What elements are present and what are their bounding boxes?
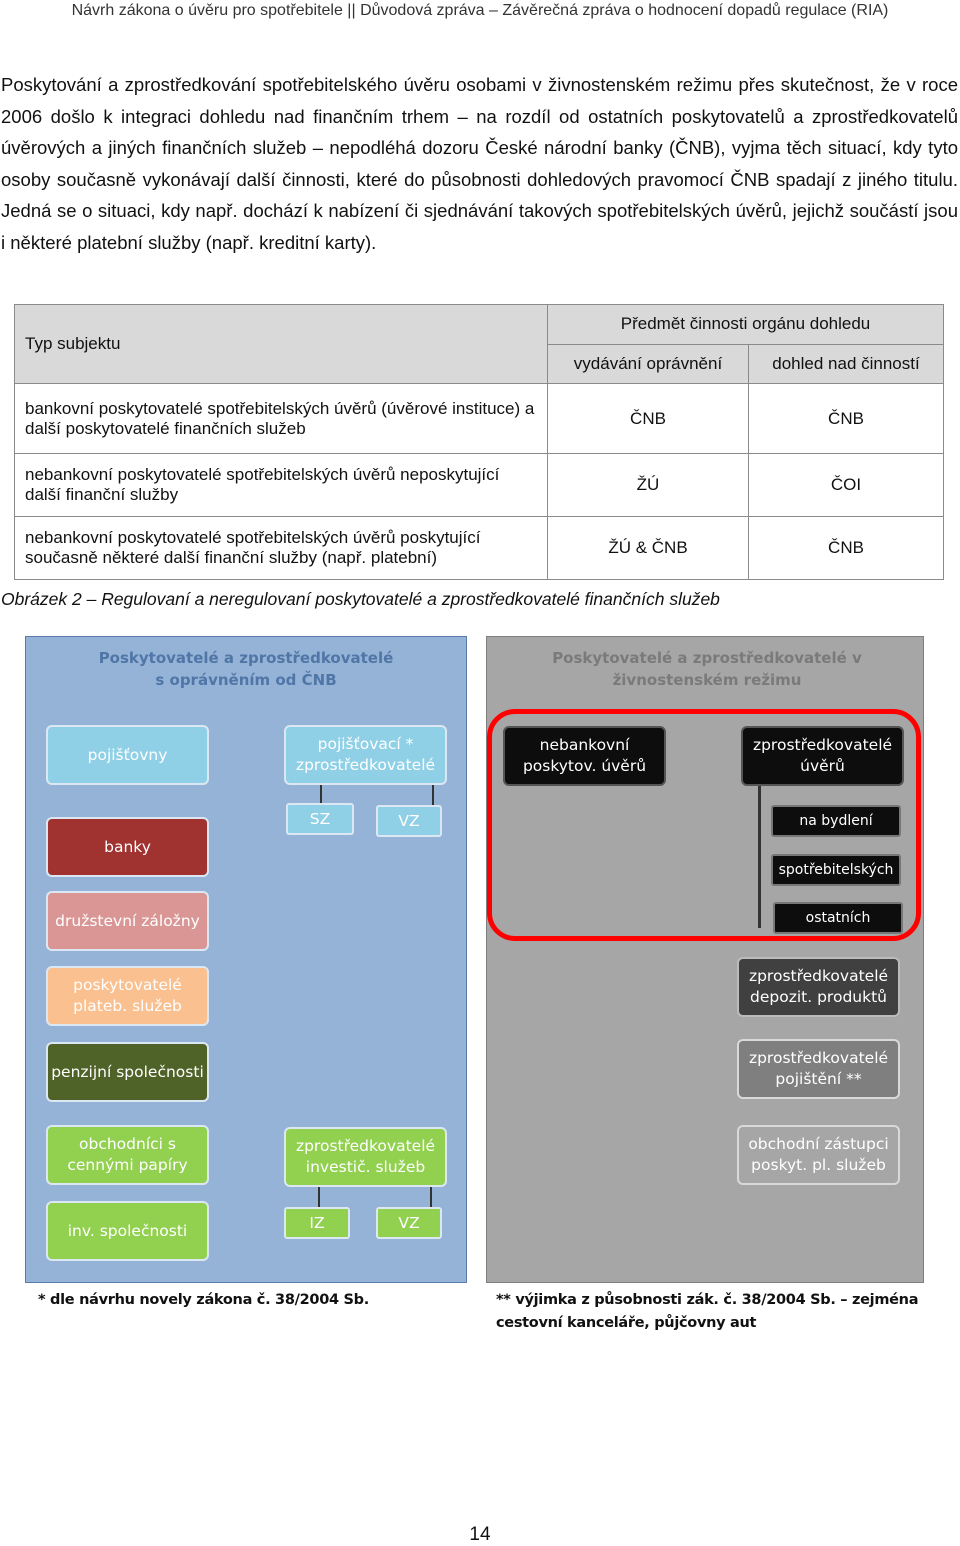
box-pojistovaci-zprostredkovatele: pojišťovací * zprostředkovatelé — [284, 725, 447, 785]
box-ostatnich: ostatních — [773, 902, 903, 934]
left-panel-title: Poskytovatelé a zprostředkovatelé s oprá… — [98, 649, 394, 689]
box-spotrebitelskych: spotřebitelských — [771, 854, 901, 886]
box-penzijni-spolecnosti: penzijní společnosti — [46, 1042, 209, 1102]
figure-caption: Obrázek 2 – Regulovaní a neregulovaní po… — [1, 589, 720, 609]
box-vz-1: VZ — [376, 805, 442, 837]
connector-invest — [318, 1187, 432, 1209]
box-depozitni-produkty: zprostředkovatelé depozit. produktů — [737, 957, 900, 1017]
box-investicni-zprostredkovatele: zprostředkovatelé investič. služeb — [284, 1127, 447, 1187]
row3-license: ŽÚ & ČNB — [547, 516, 749, 580]
box-nebankovni-poskytovatele: nebankovní poskytov. úvěrů — [503, 726, 666, 786]
row1-supervision: ČNB — [748, 383, 944, 454]
body-paragraph: Poskytování a zprostředkování spotřebite… — [1, 74, 958, 253]
page-header: Návrh zákona o úvěru pro spotřebitele ||… — [71, 2, 889, 19]
header-supervision: dohled nad činností — [748, 343, 944, 384]
footnote-right-2: cestovní kanceláře, půjčovny aut — [496, 1315, 757, 1331]
page-number: 14 — [469, 1524, 491, 1545]
row2-license: ŽÚ — [547, 453, 749, 517]
supervision-table: Typ subjektu Předmět činnosti orgánu doh… — [14, 304, 944, 580]
row3-supervision: ČNB — [748, 516, 944, 580]
header-group: Předmět činnosti orgánu dohledu — [547, 304, 944, 345]
box-inv-spolecnosti: inv. společnosti — [46, 1201, 209, 1261]
highlight-frame — [487, 709, 921, 941]
box-vz-2: VZ — [376, 1207, 442, 1239]
box-zprostredkovatele-uveru: zprostředkovatelé úvěrů — [741, 726, 904, 786]
box-obchodnici: obchodníci s cennými papíry — [46, 1125, 209, 1185]
row2-type: nebankovní poskytovatelé spotřebitelskýc… — [14, 453, 548, 517]
box-na-bydleni: na bydlení — [771, 805, 901, 837]
box-sz: SZ — [286, 803, 354, 835]
row3-type: nebankovní poskytovatelé spotřebitelskýc… — [14, 516, 548, 580]
connector-poj — [320, 785, 434, 805]
footnote-right-1: ** výjimka z působnosti zák. č. 38/2004 … — [496, 1292, 919, 1308]
box-platebni-sluzby: poskytovatelé plateb. služeb — [46, 966, 209, 1026]
connector-uvery — [758, 786, 761, 928]
header-license: vydávání oprávnění — [547, 343, 749, 384]
box-pojistovny: pojišťovny — [46, 725, 209, 785]
footnote-left: * dle návrhu novely zákona č. 38/2004 Sb… — [38, 1292, 369, 1308]
row1-license: ČNB — [547, 383, 749, 454]
box-druzstevni-zalozny: družstevní záložny — [46, 891, 209, 951]
header-type: Typ subjektu — [14, 304, 548, 384]
box-iz: IZ — [284, 1207, 350, 1239]
box-pojisteni: zprostředkovatelé pojištění ** — [737, 1039, 900, 1099]
box-obchodni-zastupci: obchodní zástupci poskyt. pl. služeb — [737, 1125, 900, 1185]
right-panel: Poskytovatelé a zprostředkovatelé v živn… — [486, 636, 924, 1283]
left-panel: Poskytovatelé a zprostředkovatelé s oprá… — [25, 636, 467, 1283]
row2-supervision: ČOI — [748, 453, 944, 517]
right-panel-title: Poskytovatelé a zprostředkovatelé v živn… — [552, 649, 862, 689]
box-banky: banky — [46, 817, 209, 877]
row1-type: bankovní poskytovatelé spotřebitelských … — [14, 383, 548, 454]
